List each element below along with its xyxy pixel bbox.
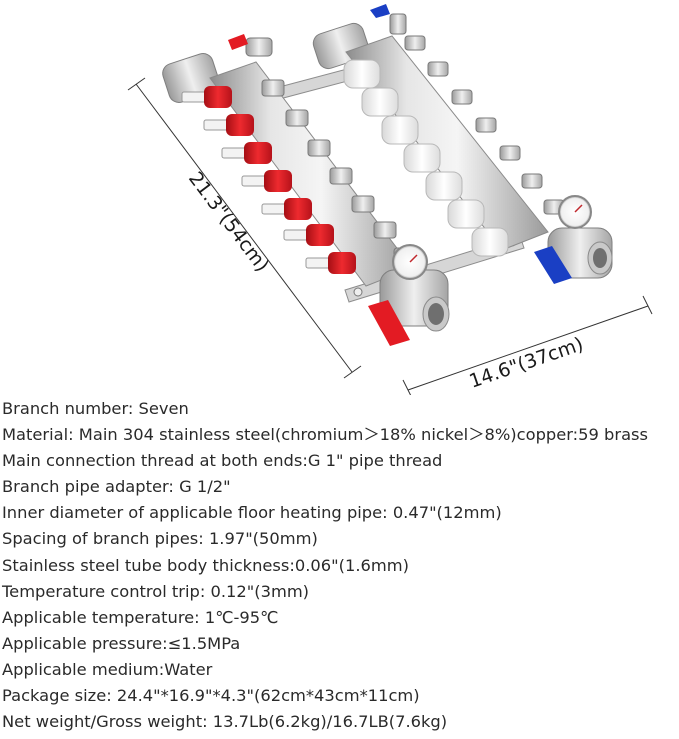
spec-item: Applicable temperature: 1℃-95℃ xyxy=(2,607,279,627)
supply-manifold xyxy=(162,34,450,346)
spec-item: Stainless steel tube body thickness:0.06… xyxy=(2,555,409,575)
spec-item: Temperature control trip: 0.12"(3mm) xyxy=(2,581,310,601)
spec-item: Package size: 24.4"*16.9"*4.3"(62cm*43cm… xyxy=(2,686,420,706)
spec-item: Branch number: Seven xyxy=(2,399,189,418)
spec-item: Applicable pressure:≤1.5MPa xyxy=(2,633,241,653)
spec-item: Branch pipe adapter: G 1/2" xyxy=(2,477,231,497)
return-manifold xyxy=(312,4,613,284)
spec-list: Branch number: Seven Material: Main 304 … xyxy=(2,396,679,735)
spec-item: Net weight/Gross weight: 13.7Lb(6.2kg)/1… xyxy=(2,712,448,732)
spec-item: Applicable medium:Water xyxy=(2,659,213,679)
spec-item: Main connection thread at both ends:G 1"… xyxy=(2,451,443,471)
spec-item: Spacing of branch pipes: 1.97"(50mm) xyxy=(2,529,318,549)
flow-meters xyxy=(181,86,356,274)
manifold-product-image: 21.3"(54cm) 14.6"(37cm) xyxy=(127,4,653,395)
spec-item: Inner diameter of applicable floor heati… xyxy=(2,503,502,523)
spec-item: Material: Main 304 stainless steel(chrom… xyxy=(2,425,649,445)
